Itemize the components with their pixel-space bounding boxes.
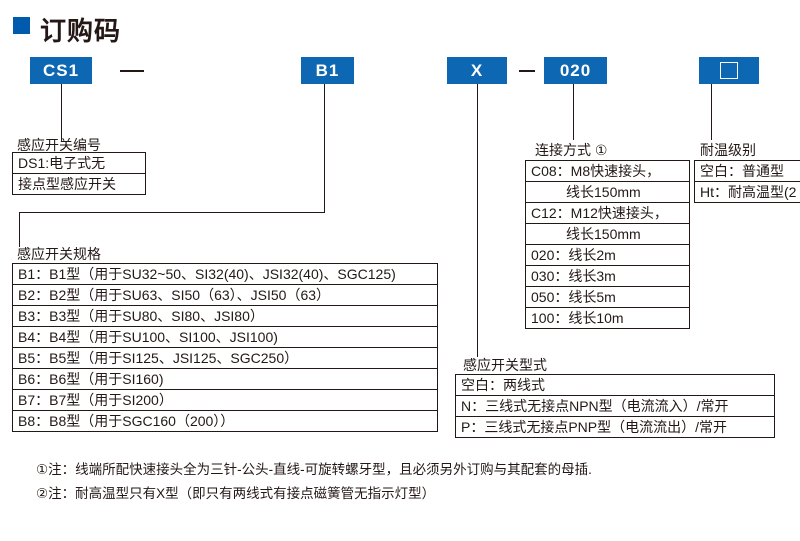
wiring-type-label: 感应开关型式 xyxy=(463,357,547,373)
temperature-table-clip: 空白：普通型 Ht：耐高温型(2 xyxy=(694,160,800,204)
wiring-type-table: 空白：两线式 N：三线式无接点NPN型（电流流入）/常开 P：三线式无接点PNP… xyxy=(455,374,775,438)
table-cell: Ht：耐高温型(2 xyxy=(694,181,800,203)
table-row: B7：B7型（用于SI200） xyxy=(12,389,438,411)
table-cell: B3：B3型（用于SU80、SI80、JSI80） xyxy=(12,305,438,327)
temperature-label: 耐温级别 xyxy=(700,142,756,158)
table-cell: B6：B6型（用于SI160) xyxy=(12,368,438,390)
table-cell: 线长150mm xyxy=(525,223,690,245)
table-row: 线长150mm xyxy=(525,223,690,245)
table-row: B6：B6型（用于SI160) xyxy=(12,368,438,390)
table-row: Ht：耐高温型(2 xyxy=(694,181,800,203)
table-row: 空白：两线式 xyxy=(455,374,775,396)
table-cell: 030：线长3m xyxy=(525,265,690,287)
table-cell: DS1:电子式无 xyxy=(12,152,146,174)
table-cell: 100：线长10m xyxy=(525,307,690,329)
table-row: 020：线长2m xyxy=(525,244,690,266)
table-cell: 接点型感应开关 xyxy=(12,173,146,195)
connection-table: C08：M8快速接头， 线长150mm C12：M12快速接头， 线长150mm… xyxy=(525,160,690,329)
note-1: ①注：线端所配快速接头全为三针-公头-直线-可旋转螺牙型，且必须另外订购与其配套… xyxy=(36,462,592,477)
table-row: 050：线长5m xyxy=(525,286,690,308)
table-cell: B5：B5型（用于SI125、JSI125、SGC250） xyxy=(12,347,438,369)
code-box-connection: 020 xyxy=(544,57,607,84)
table-cell: 线长150mm xyxy=(525,181,690,203)
table-cell: B2：B2型（用于SU63、SI50（63）、JSI50（63） xyxy=(12,284,438,306)
connector-line xyxy=(477,84,478,357)
separator-dash xyxy=(120,70,144,72)
connector-line xyxy=(19,212,20,247)
code-box-series: CS1 xyxy=(30,57,92,84)
connector-line xyxy=(324,84,325,213)
table-cell: 空白：两线式 xyxy=(455,374,775,396)
table-cell: N：三线式无接点NPN型（电流流入）/常开 xyxy=(455,395,775,417)
connection-label: 连接方式 ① xyxy=(535,142,608,158)
table-row: B3：B3型（用于SU80、SI80、JSI80） xyxy=(12,305,438,327)
table-row: B5：B5型（用于SI125、JSI125、SGC250） xyxy=(12,347,438,369)
empty-square-icon xyxy=(720,62,738,79)
table-row: B4：B4型（用于SU100、SI100、JSI100) xyxy=(12,326,438,348)
note-2: ②注：耐高温型只有X型（即只有两线式有接点磁簧管无指示灯型） xyxy=(36,486,436,501)
table-cell: C12：M12快速接头， xyxy=(525,202,690,224)
table-cell: B4：B4型（用于SU100、SI100、JSI100) xyxy=(12,326,438,348)
temperature-table: 空白：普通型 Ht：耐高温型(2 xyxy=(694,160,800,203)
code-box-size: B1 xyxy=(301,57,354,84)
table-row: DS1:电子式无 xyxy=(12,152,146,174)
switch-spec-label: 感应开关规格 xyxy=(17,246,101,262)
table-cell: P：三线式无接点PNP型（电流流出）/常开 xyxy=(455,416,775,438)
table-row: 接点型感应开关 xyxy=(12,173,146,195)
switch-spec-table: B1：B1型（用于SU32~50、SI32(40)、JSI32(40)、SGC1… xyxy=(12,263,438,432)
page-title: 订购码 xyxy=(40,16,122,46)
switch-number-label: 感应开关编号 xyxy=(17,137,101,153)
switch-number-table: DS1:电子式无 接点型感应开关 xyxy=(12,152,146,195)
separator-dash xyxy=(519,70,535,72)
table-cell: 050：线长5m xyxy=(525,286,690,308)
connector-line xyxy=(61,84,62,141)
connector-line xyxy=(573,84,574,140)
table-row: B2：B2型（用于SU63、SI50（63）、JSI50（63） xyxy=(12,284,438,306)
table-row: 线长150mm xyxy=(525,181,690,203)
table-cell: 空白：普通型 xyxy=(694,160,800,182)
table-row: B1：B1型（用于SU32~50、SI32(40)、JSI32(40)、SGC1… xyxy=(12,263,438,285)
table-cell: B7：B7型（用于SI200） xyxy=(12,389,438,411)
code-box-temperature xyxy=(699,57,759,84)
code-box-wiring: X xyxy=(447,57,507,84)
table-row: 030：线长3m xyxy=(525,265,690,287)
table-cell: B8：B8型（用于SGC160（200）） xyxy=(12,410,438,432)
table-row: C12：M12快速接头， xyxy=(525,202,690,224)
title-marker-icon xyxy=(13,17,30,34)
table-row: 空白：普通型 xyxy=(694,160,800,182)
table-cell: B1：B1型（用于SU32~50、SI32(40)、JSI32(40)、SGC1… xyxy=(12,263,438,285)
table-row: N：三线式无接点NPN型（电流流入）/常开 xyxy=(455,395,775,417)
table-row: B8：B8型（用于SGC160（200）） xyxy=(12,410,438,432)
table-row: C08：M8快速接头， xyxy=(525,160,690,182)
connector-line xyxy=(711,84,712,140)
table-row: 100：线长10m xyxy=(525,307,690,329)
table-cell: 020：线长2m xyxy=(525,244,690,266)
table-row: P：三线式无接点PNP型（电流流出）/常开 xyxy=(455,416,775,438)
table-cell: C08：M8快速接头， xyxy=(525,160,690,182)
connector-line xyxy=(19,212,325,213)
